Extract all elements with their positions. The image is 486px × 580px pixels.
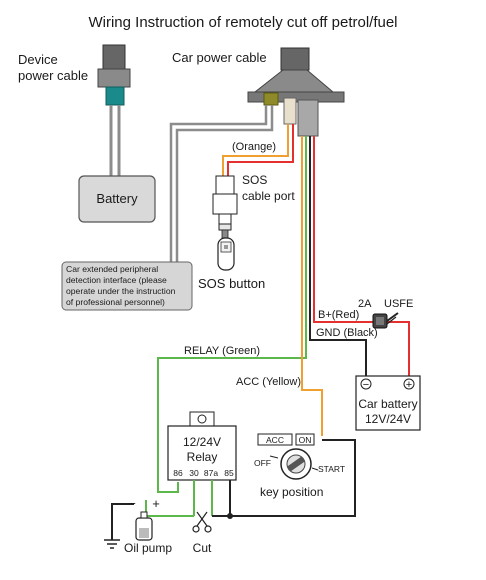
red-wire-label: B+(Red)	[318, 309, 359, 321]
battery-label: Battery	[96, 191, 138, 206]
green-wire-label: RELAY (Green)	[184, 345, 260, 357]
car-power-cable-label: Car power cable	[172, 50, 267, 65]
peripheral-note-line1: Car extended peripheral	[66, 264, 158, 274]
ground-icon	[104, 539, 120, 549]
ignition-key-icon	[269, 448, 319, 480]
peripheral-note-line4: of professional personnel)	[66, 297, 165, 307]
sos-cable-port-label-line1: SOS	[242, 173, 267, 187]
sos-button-label: SOS button	[198, 276, 265, 291]
battery-negative-sign: −	[363, 379, 369, 391]
sos-cable-port-label-line2: cable port	[242, 189, 295, 203]
sos-wires	[222, 124, 294, 176]
sos-cable-port	[212, 175, 238, 231]
car-battery-label-line2: 12V/24V	[365, 412, 411, 426]
diagram-title: Wiring Instruction of remotely cut off p…	[88, 14, 397, 31]
pump-plus-sign: +	[152, 496, 160, 511]
device-power-connector	[97, 44, 131, 106]
key-off-label: OFF	[254, 458, 271, 468]
red-bplus-wire	[313, 136, 410, 376]
orange-acc-wire	[301, 136, 323, 436]
yellow-wire-label: ACC (Yellow)	[236, 376, 301, 388]
car-power-connector	[247, 47, 345, 137]
battery-box	[78, 175, 156, 223]
fuse-icon	[372, 312, 399, 329]
cut-scissors-icon	[192, 511, 212, 533]
relay-pin-30: 30	[189, 468, 199, 478]
sos-button	[217, 229, 235, 271]
pump-minus-sign: −	[128, 496, 136, 511]
cut-label: Cut	[193, 541, 212, 555]
fuse-label: USFE	[384, 298, 413, 310]
relay-label-line1: 12/24V	[183, 435, 221, 449]
fuse-rating: 2A	[358, 298, 372, 310]
relay-pin-86: 86	[173, 468, 183, 478]
peripheral-note-line2: detection interface (please	[66, 275, 167, 285]
key-on-badge	[295, 433, 315, 446]
peripheral-interface-box	[61, 261, 193, 311]
relay-pin-85: 85	[224, 468, 234, 478]
key-acc-badge	[257, 433, 293, 446]
battery-positive-sign: +	[406, 379, 412, 391]
relay-pin-87a: 87a	[204, 468, 218, 478]
device-power-cable-label-line2: power cable	[18, 68, 88, 83]
junction-dot	[227, 513, 233, 519]
device-power-cable-label-line1: Device	[18, 52, 58, 67]
oil-pump-label: Oil pump	[124, 541, 172, 555]
relay-label-line2: Relay	[187, 450, 218, 464]
key-on-label: ON	[299, 435, 312, 445]
key-position-label: key position	[260, 485, 323, 499]
key-start-label: START	[318, 464, 345, 474]
oil-pump-icon	[135, 511, 153, 541]
battery-positive-terminal-icon	[403, 378, 415, 390]
green-relay-wire	[157, 136, 307, 493]
orange-wire-label: (Orange)	[232, 141, 276, 153]
battery-negative-terminal-icon	[360, 378, 372, 390]
black-gnd-wire	[309, 136, 367, 376]
car-battery-label-line1: Car battery	[358, 397, 417, 411]
peripheral-gray-wires	[169, 105, 274, 262]
relay	[167, 411, 237, 481]
device-cable-wires	[109, 105, 121, 176]
key-acc-label: ACC	[266, 435, 284, 445]
peripheral-note-line3: operate under the instruction	[66, 286, 176, 296]
black-wire-label: GND (Black)	[316, 327, 378, 339]
